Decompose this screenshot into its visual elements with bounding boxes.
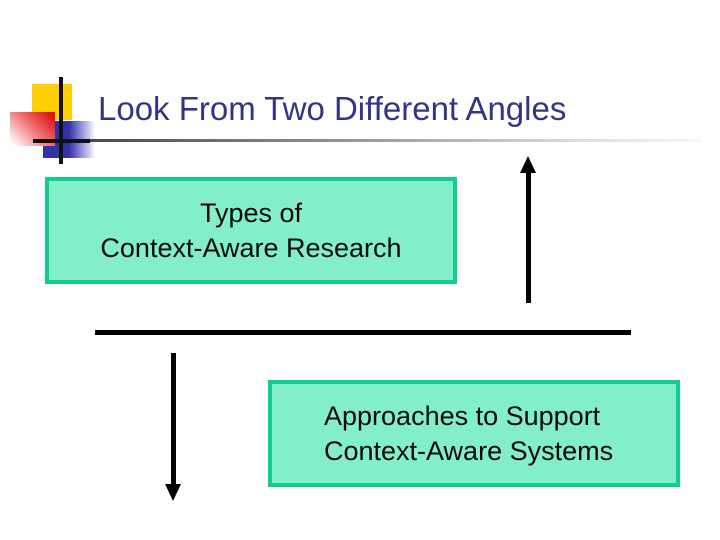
approaches-box-line1: Approaches to Support [324,400,601,431]
decoration-horizontal-line [33,139,90,143]
down-arrow-head [165,484,181,501]
decoration-vertical-line [59,77,63,164]
slide-title: Look From Two Different Angles [98,90,567,127]
types-box-line1: Types of [199,197,303,228]
types-box-line2: Context-Aware Research [100,232,402,263]
horizontal-divider-line [95,330,631,335]
title-underline-rule [90,139,702,142]
approaches-box: Approaches to Support Context-Aware Syst… [268,380,680,487]
approaches-box-line2: Context-Aware Systems [324,435,614,466]
up-arrow-shaft [526,172,531,303]
down-arrow-shaft [171,353,176,484]
types-of-research-box: Types of Context-Aware Research [45,177,457,284]
up-arrow-head [520,156,536,173]
